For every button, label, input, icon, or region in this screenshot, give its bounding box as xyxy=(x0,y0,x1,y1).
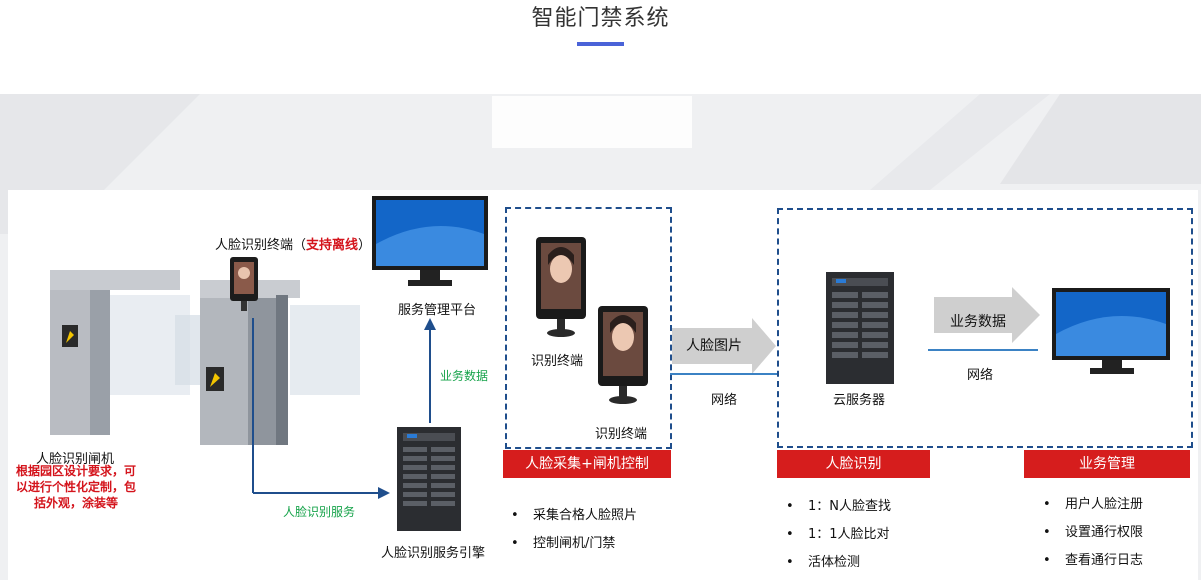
recognition-bullet-2-text: 1：1人脸比对 xyxy=(808,527,890,542)
engine-server-image xyxy=(397,427,461,531)
business-bullet-3: •查看通行日志 xyxy=(1043,553,1144,568)
network-label-1: 网络 xyxy=(711,393,738,408)
terminal-top-suffix: ） xyxy=(358,238,372,253)
turnstile-gate-image xyxy=(50,270,360,445)
left-flow-arrows xyxy=(252,318,436,499)
recognition-bullet-3-text: 活体检测 xyxy=(808,555,861,570)
cloud-business-arrow xyxy=(934,287,1040,343)
terminal1-image xyxy=(536,237,586,337)
cloud-server-label: 云服务器 xyxy=(833,393,886,408)
face-image-arrow xyxy=(672,318,776,374)
page-title: 智能门禁系统 xyxy=(531,6,670,31)
collect-bar: 人脸采集+闸机控制 xyxy=(503,450,671,478)
business-bullet-1-text: 用户人脸注册 xyxy=(1065,497,1144,512)
recognition-bullet-1-text: 1：N人脸查找 xyxy=(808,499,891,514)
header-blank-box xyxy=(492,96,692,148)
collect-bullet-1: •采集合格人脸照片 xyxy=(511,508,638,523)
network-label-2: 网络 xyxy=(967,368,994,383)
recognition-bar: 人脸识别 xyxy=(777,450,930,478)
collect-dashed-box xyxy=(505,207,672,449)
gate-note-line3: 括外观，涂装等 xyxy=(33,496,118,510)
network-line-2 xyxy=(928,349,1038,351)
business-monitor-image xyxy=(1052,288,1170,374)
business-bullet-3-text: 查看通行日志 xyxy=(1065,553,1144,568)
gate-note: 根据园区设计要求，可 以进行个性化定制，包 括外观，涂装等 xyxy=(8,463,144,511)
business-data-edge-label: 业务数据 xyxy=(440,369,489,383)
terminal2-label: 识别终端 xyxy=(595,427,648,442)
terminal-top-highlight: 支持离线 xyxy=(306,238,359,253)
recognition-bullet-1: •1：N人脸查找 xyxy=(786,499,891,514)
collect-bullet-2: •控制闸机/门禁 xyxy=(511,536,616,551)
service-platform-monitor-image xyxy=(372,196,488,286)
cloud-dashed-box xyxy=(777,208,1193,448)
recognition-bullet-2: •1：1人脸比对 xyxy=(786,527,890,542)
network-line-1 xyxy=(670,373,778,375)
terminal-top-label: 人脸识别终端（支持离线） xyxy=(215,234,371,253)
business-bullet-2: •设置通行权限 xyxy=(1043,525,1144,540)
collect-bullet-2-text: 控制闸机/门禁 xyxy=(533,536,616,551)
business-bar: 业务管理 xyxy=(1024,450,1190,478)
cloud-arrow-label: 业务数据 xyxy=(950,314,1006,330)
face-service-edge-label: 人脸识别服务 xyxy=(283,505,356,519)
business-bullet-2-text: 设置通行权限 xyxy=(1065,525,1144,540)
gate-face-terminal-image xyxy=(230,257,258,311)
gate-label: 人脸识别闸机 xyxy=(36,452,115,467)
recognition-bullet-3: •活体检测 xyxy=(786,555,861,570)
terminal2-image xyxy=(598,306,648,404)
engine-label: 人脸识别服务引擎 xyxy=(381,546,486,561)
gate-note-line1: 根据园区设计要求，可 xyxy=(15,464,136,478)
cloud-server-image xyxy=(826,272,894,384)
title-underline xyxy=(577,42,624,46)
collect-bullet-1-text: 采集合格人脸照片 xyxy=(533,508,638,523)
business-bullet-1: •用户人脸注册 xyxy=(1043,497,1144,512)
gate-note-line2: 以进行个性化定制，包 xyxy=(15,480,136,494)
terminal1-label: 识别终端 xyxy=(531,354,584,369)
platform-label: 服务管理平台 xyxy=(398,303,477,318)
face-image-arrow-label: 人脸图片 xyxy=(686,338,742,354)
terminal-top-prefix: 人脸识别终端（ xyxy=(215,238,307,253)
